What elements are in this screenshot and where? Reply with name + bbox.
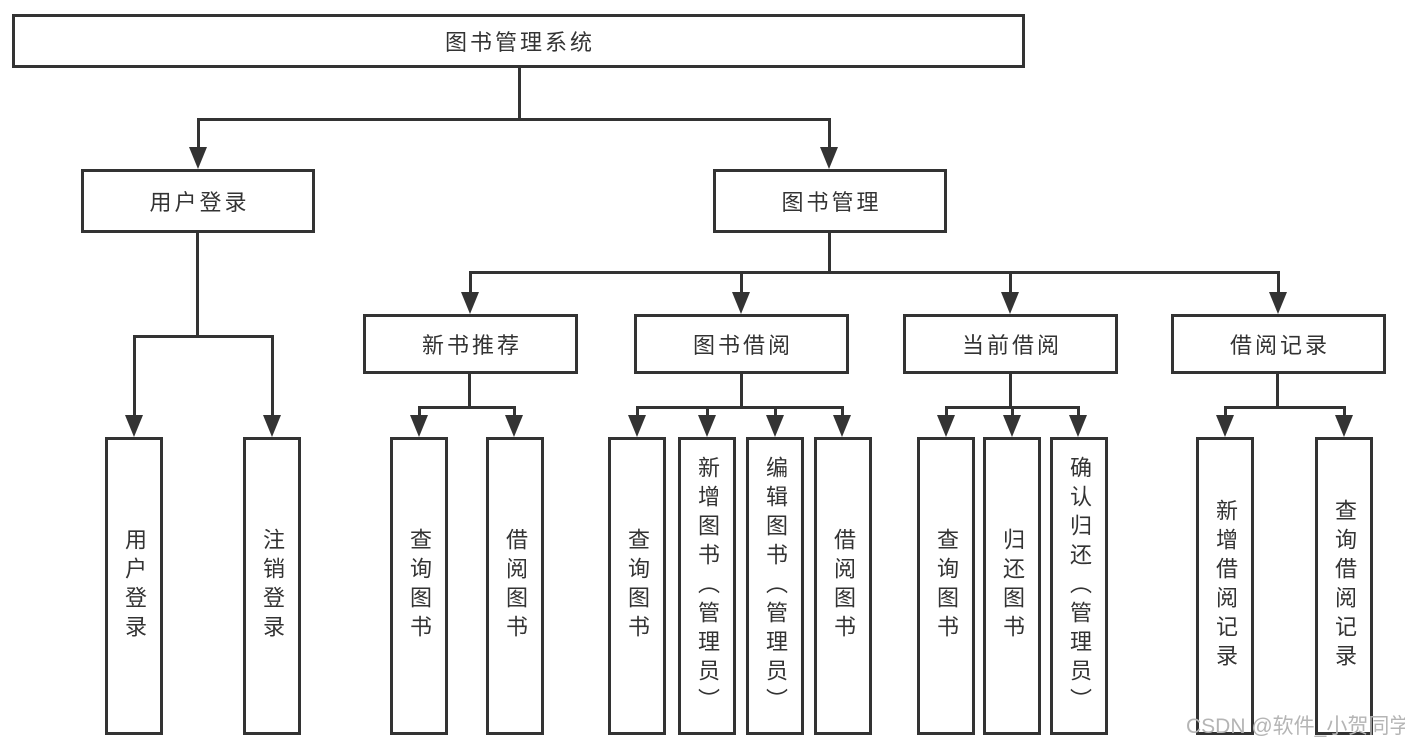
arrowhead-down-icon bbox=[410, 415, 428, 437]
arrowhead-down-icon bbox=[125, 415, 143, 437]
arrowhead-down-icon bbox=[833, 415, 851, 437]
node-current-borrow: 当前借阅 bbox=[903, 314, 1118, 374]
connector-line bbox=[1009, 374, 1012, 406]
arrowhead-down-icon bbox=[698, 415, 716, 437]
connector-line bbox=[636, 406, 844, 409]
node-user-login: 用户登录 bbox=[81, 169, 315, 233]
connector-line bbox=[271, 335, 274, 431]
leaf-user-login: 用户登录 bbox=[105, 437, 163, 735]
leaf-edit-book-admin: 编辑图书（管理员） bbox=[746, 437, 804, 735]
connector-line bbox=[518, 68, 521, 118]
connector-line bbox=[468, 374, 471, 406]
leaf-add-borrow-record: 新增借阅记录 bbox=[1196, 437, 1254, 735]
leaf-query-book-current: 查询图书 bbox=[917, 437, 975, 735]
connector-line bbox=[469, 271, 472, 308]
node-current-borrow-label: 当前借阅 bbox=[961, 333, 1062, 358]
connector-line bbox=[740, 374, 743, 406]
node-library-system: 图书管理系统 bbox=[12, 14, 1025, 68]
connector-line bbox=[469, 271, 1280, 274]
arrowhead-down-icon bbox=[628, 415, 646, 437]
node-library-system-label: 图书管理系统 bbox=[444, 30, 595, 55]
leaf-query-book-recommend-label: 查询图书 bbox=[407, 528, 432, 644]
connector-line bbox=[828, 233, 831, 271]
connector-line bbox=[1224, 406, 1345, 409]
leaf-query-book-current-label: 查询图书 bbox=[934, 528, 959, 644]
arrowhead-down-icon bbox=[1335, 415, 1353, 437]
arrowhead-down-icon bbox=[1003, 415, 1021, 437]
leaf-borrow-book: 借阅图书 bbox=[814, 437, 872, 735]
connector-line bbox=[133, 335, 136, 431]
node-book-management-label: 图书管理 bbox=[781, 190, 882, 215]
leaf-query-book-recommend: 查询图书 bbox=[390, 437, 448, 735]
leaf-borrow-book-label: 借阅图书 bbox=[831, 528, 856, 644]
node-new-book-recommend-label: 新书推荐 bbox=[421, 333, 522, 358]
leaf-add-borrow-record-label: 新增借阅记录 bbox=[1213, 499, 1238, 673]
node-book-management: 图书管理 bbox=[713, 169, 947, 233]
arrowhead-down-icon bbox=[189, 147, 207, 169]
connector-line bbox=[828, 118, 831, 163]
arrowhead-down-icon bbox=[937, 415, 955, 437]
node-book-borrow-label: 图书借阅 bbox=[692, 333, 793, 358]
connector-line bbox=[1277, 271, 1280, 308]
connector-line bbox=[740, 271, 743, 308]
leaf-return-book: 归还图书 bbox=[983, 437, 1041, 735]
arrowhead-down-icon bbox=[1269, 292, 1287, 314]
arrowhead-down-icon bbox=[505, 415, 523, 437]
leaf-query-borrow-record: 查询借阅记录 bbox=[1315, 437, 1373, 735]
connector-line bbox=[1009, 271, 1012, 308]
leaf-borrow-book-recommend-label: 借阅图书 bbox=[503, 528, 528, 644]
leaf-logout-label: 注销登录 bbox=[260, 528, 285, 644]
arrowhead-down-icon bbox=[732, 292, 750, 314]
node-book-borrow: 图书借阅 bbox=[634, 314, 849, 374]
arrowhead-down-icon bbox=[820, 147, 838, 169]
connector-line bbox=[418, 406, 516, 409]
leaf-edit-book-admin-label: 编辑图书（管理员） bbox=[763, 455, 788, 717]
leaf-return-book-label: 归还图书 bbox=[1000, 528, 1025, 644]
leaf-borrow-book-recommend: 借阅图书 bbox=[486, 437, 544, 735]
watermark-text: CSDN @软件_小贺同学 bbox=[1186, 715, 1405, 738]
arrowhead-down-icon bbox=[263, 415, 281, 437]
connector-line bbox=[197, 118, 200, 163]
connector-line bbox=[1276, 374, 1279, 406]
node-new-book-recommend: 新书推荐 bbox=[363, 314, 578, 374]
connector-line bbox=[133, 335, 274, 338]
leaf-query-book-borrow: 查询图书 bbox=[608, 437, 666, 735]
leaf-add-book-admin-label: 新增图书（管理员） bbox=[695, 455, 720, 717]
leaf-logout: 注销登录 bbox=[243, 437, 301, 735]
leaf-user-login-label: 用户登录 bbox=[122, 528, 147, 644]
arrowhead-down-icon bbox=[766, 415, 784, 437]
node-borrow-records: 借阅记录 bbox=[1171, 314, 1386, 374]
leaf-query-book-borrow-label: 查询图书 bbox=[625, 528, 650, 644]
connector-line bbox=[197, 118, 830, 121]
leaf-add-book-admin: 新增图书（管理员） bbox=[678, 437, 736, 735]
arrowhead-down-icon bbox=[1001, 292, 1019, 314]
arrowhead-down-icon bbox=[1216, 415, 1234, 437]
leaf-confirm-return-admin: 确认归还（管理员） bbox=[1050, 437, 1108, 735]
leaf-query-borrow-record-label: 查询借阅记录 bbox=[1332, 499, 1357, 673]
connector-line bbox=[196, 233, 199, 335]
node-user-login-label: 用户登录 bbox=[149, 190, 250, 215]
leaf-confirm-return-admin-label: 确认归还（管理员） bbox=[1067, 455, 1092, 717]
arrowhead-down-icon bbox=[1069, 415, 1087, 437]
arrowhead-down-icon bbox=[461, 292, 479, 314]
node-borrow-records-label: 借阅记录 bbox=[1229, 333, 1330, 358]
